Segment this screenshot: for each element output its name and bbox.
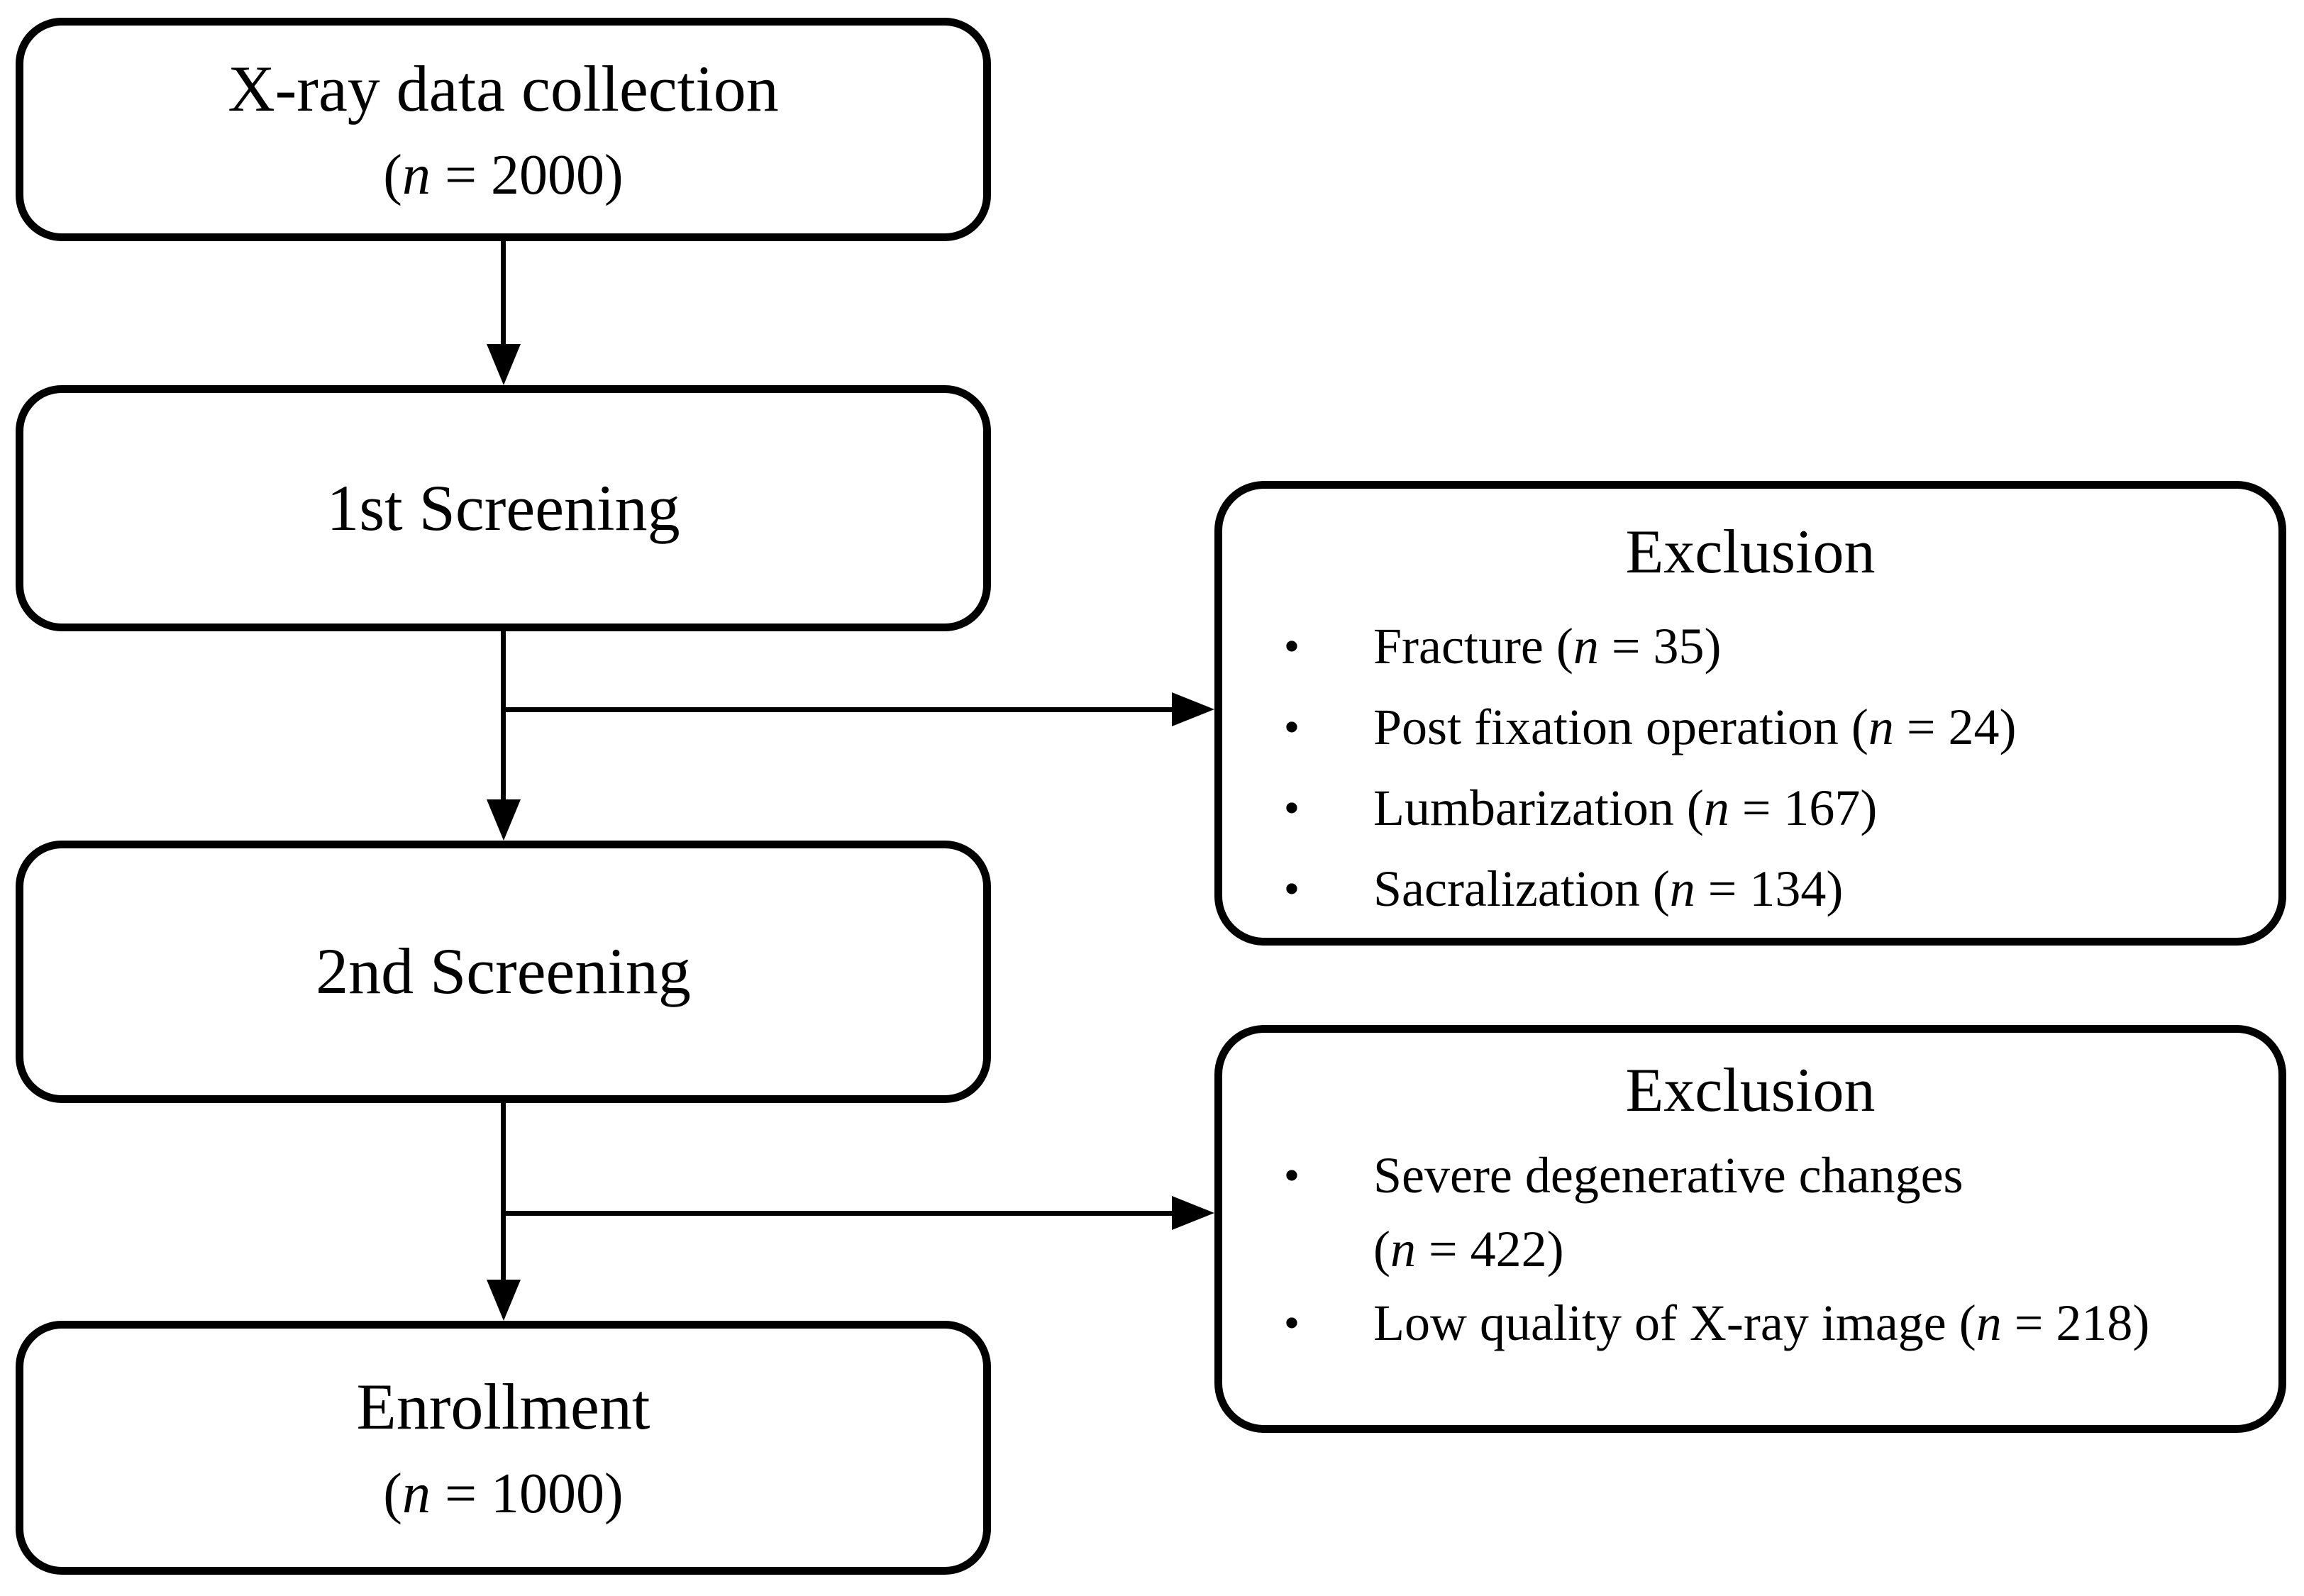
item-count: = 422) xyxy=(1415,1220,1564,1278)
item-label: Severe degenerative changes xyxy=(1373,1146,1964,1204)
item-label: Lumbarization ( xyxy=(1373,779,1704,836)
bullet-icon: • xyxy=(1283,1297,1300,1348)
arrowhead-down-icon xyxy=(487,1280,521,1321)
count-n: n xyxy=(401,144,431,207)
connector-screening2-to-enrollment xyxy=(501,1103,506,1285)
count-value: = 1000) xyxy=(430,1462,624,1525)
bullet-icon: • xyxy=(1283,1149,1300,1200)
list-item: • Post fixation operation (n = 24) xyxy=(1222,687,2278,767)
count-paren: ( xyxy=(383,144,402,207)
connector-branch-to-exclusion1 xyxy=(504,707,1175,712)
exclusion-item-sacralization: Sacralization (n = 134) xyxy=(1373,848,2278,929)
item-label: Post fixation operation ( xyxy=(1373,698,1868,755)
list-item: • Fracture (n = 35) xyxy=(1222,606,2278,687)
item-count: = 35) xyxy=(1598,617,1722,675)
item-n: n xyxy=(1976,1294,2002,1351)
arrowhead-right-icon xyxy=(1172,1196,1214,1230)
item-n: n xyxy=(1868,698,1894,755)
connector-screening1-to-screening2 xyxy=(501,631,506,805)
item-n: n xyxy=(1703,779,1729,836)
item-label: Low quality of X-ray image ( xyxy=(1373,1294,1976,1351)
box-xray-data-collection-count: (n = 2000) xyxy=(383,145,623,205)
item-n: n xyxy=(1669,860,1695,917)
list-item: • Lumbarization (n = 167) xyxy=(1222,767,2278,848)
exclusion-item-fracture: Fracture (n = 35) xyxy=(1373,606,2278,687)
count-value: = 2000) xyxy=(430,144,624,207)
arrowhead-down-icon xyxy=(487,799,521,841)
item-count: = 218) xyxy=(2001,1294,2150,1351)
exclusion-item-post-fixation: Post fixation operation (n = 24) xyxy=(1373,687,2278,767)
box-first-screening: 1st Screening xyxy=(16,385,991,631)
box-exclusion-first: Exclusion • Fracture (n = 35) • Post fix… xyxy=(1214,481,2286,946)
list-item: • Severe degenerative changes (n = 422) xyxy=(1222,1138,2278,1286)
list-item: • Sacralization (n = 134) xyxy=(1222,848,2278,929)
exclusion-first-title: Exclusion xyxy=(1625,518,1876,587)
connector-branch-to-exclusion2 xyxy=(504,1211,1175,1216)
item-count: = 24) xyxy=(1893,698,2017,755)
item-n: n xyxy=(1390,1220,1416,1278)
item-n: n xyxy=(1573,617,1599,675)
exclusion-item-lumbarization: Lumbarization (n = 167) xyxy=(1373,767,2278,848)
bullet-icon: • xyxy=(1283,863,1300,914)
item-count: = 134) xyxy=(1695,860,1844,917)
exclusion-second-title: Exclusion xyxy=(1625,1056,1876,1125)
box-first-screening-title: 1st Screening xyxy=(326,471,680,544)
count-paren: ( xyxy=(383,1462,402,1525)
connector-collection-to-screening1 xyxy=(501,241,506,351)
bullet-icon: • xyxy=(1283,701,1300,752)
exclusion-item-degenerative: Severe degenerative changes (n = 422) xyxy=(1373,1138,2278,1286)
arrowhead-right-icon xyxy=(1172,692,1214,726)
box-xray-data-collection-title: X-ray data collection xyxy=(228,52,779,125)
arrowhead-down-icon xyxy=(487,344,521,385)
box-second-screening-title: 2nd Screening xyxy=(316,935,691,1008)
item-label: Sacralization ( xyxy=(1373,860,1670,917)
box-exclusion-second: Exclusion • Severe degenerative changes (… xyxy=(1214,1025,2286,1433)
box-enrollment-title: Enrollment xyxy=(356,1370,650,1443)
bullet-icon: • xyxy=(1283,782,1300,833)
box-second-screening: 2nd Screening xyxy=(16,841,991,1103)
box-enrollment: Enrollment (n = 1000) xyxy=(16,1321,991,1575)
box-xray-data-collection: X-ray data collection (n = 2000) xyxy=(16,18,991,241)
item-count: = 167) xyxy=(1729,779,1878,836)
exclusion-item-low-quality: Low quality of X-ray image (n = 218) xyxy=(1373,1286,2278,1360)
bullet-icon: • xyxy=(1283,620,1300,671)
list-item: • Low quality of X-ray image (n = 218) xyxy=(1222,1286,2278,1360)
count-paren: ( xyxy=(1373,1220,1390,1278)
box-enrollment-count: (n = 1000) xyxy=(383,1464,623,1524)
count-n: n xyxy=(401,1462,431,1525)
item-label: Fracture ( xyxy=(1373,617,1573,675)
